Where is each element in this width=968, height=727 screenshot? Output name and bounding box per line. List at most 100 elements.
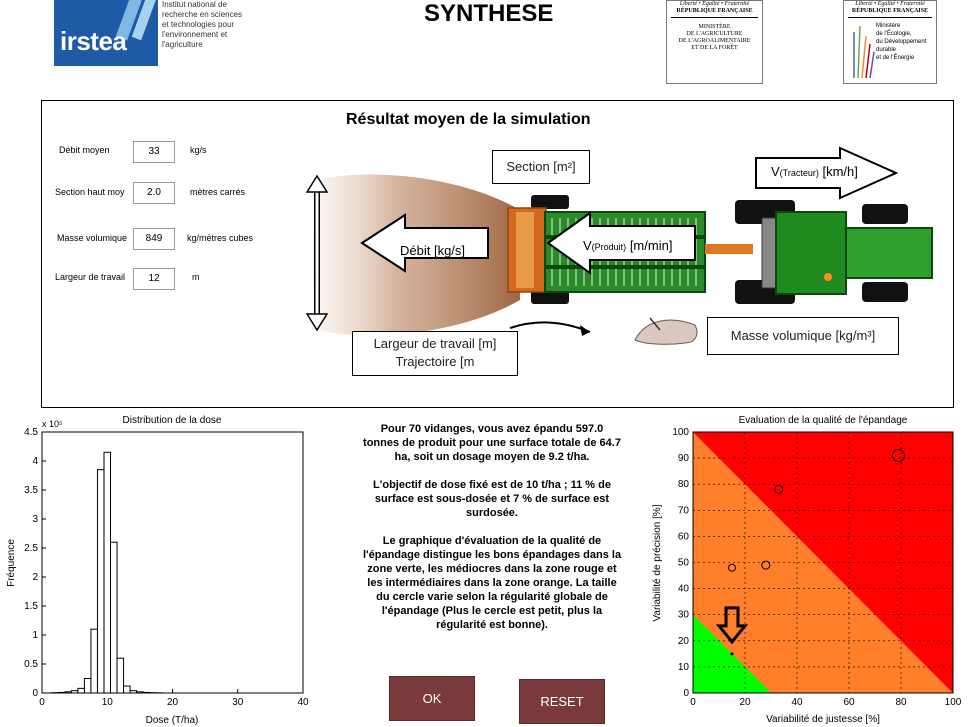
- histogram-xtick-label: 20: [167, 697, 179, 708]
- histogram-ytick-label: 4: [32, 456, 38, 467]
- quality-ytick-label: 30: [678, 610, 690, 621]
- spreader-illustration: [305, 146, 933, 345]
- logo-text: irstea: [60, 26, 127, 56]
- histogram-xtick-label: 30: [232, 697, 244, 708]
- histogram-bar: [129, 690, 138, 694]
- quality-xtick-label: 60: [843, 697, 855, 708]
- quality-point: [891, 448, 905, 462]
- histogram-bar: [57, 691, 66, 694]
- histogram-bar: [83, 678, 92, 694]
- histogram-ytick-label: 0: [32, 688, 38, 699]
- section-callout: Section [m²]: [492, 150, 590, 184]
- page-title: SYNTHESE: [424, 0, 554, 27]
- histogram-ytick-label: 1.5: [24, 601, 38, 612]
- quality-ytick-label: 10: [678, 662, 690, 673]
- institute-name: Institut national de recherche en scienc…: [162, 0, 243, 49]
- quality-xtick-label: 40: [791, 697, 803, 708]
- quality-title: Evaluation de la qualité de l'épandage: [739, 415, 908, 426]
- irstea-logo: [54, 0, 158, 66]
- histogram-bar: [77, 687, 85, 694]
- histogram-ytick-label: 3.5: [24, 485, 38, 496]
- quality-ytick-label: 40: [678, 584, 690, 595]
- quality-point: [761, 560, 771, 570]
- histogram-ytick-label: 3: [32, 514, 38, 525]
- histogram-bar: [116, 657, 125, 694]
- quality-xtick-label: 20: [739, 697, 751, 708]
- param-unit-largeur: m: [192, 272, 200, 282]
- param-field-largeur[interactable]: 12: [133, 268, 175, 290]
- histogram-bar: [123, 685, 131, 694]
- summary-paragraph-2: L'objectif de dose fixé est de 10 t/ha ;…: [373, 479, 611, 519]
- simulation-title: Résultat moyen de la simulation: [346, 111, 591, 128]
- histogram-frame: [41, 431, 304, 694]
- quality-frame: [692, 431, 954, 694]
- v-tracteur-arrow: [755, 146, 899, 200]
- histogram-ytick-label: 1: [32, 630, 38, 641]
- param-field-masse[interactable]: 849: [133, 228, 175, 250]
- tractor-body: [775, 211, 847, 295]
- largeur-arrow: [305, 174, 329, 332]
- ministry-ecology-logo: Liberté • Égalité • Fraternité RÉPUBLIQU…: [843, 0, 937, 84]
- largeur-callout: Largeur de travail [m] Trajectoire [m: [352, 331, 518, 376]
- quality-ytick-label: 20: [678, 636, 690, 647]
- histogram-xtick-label: 0: [39, 697, 45, 708]
- quality-ytick-label: 90: [678, 453, 690, 464]
- histogram-bar: [136, 691, 144, 694]
- debit-arrow: [360, 213, 489, 273]
- summary-paragraph-1: Pour 70 vidanges, vous avez épandu 597.0…: [363, 423, 621, 463]
- v-produit-arrow: [546, 211, 696, 275]
- quality-ytick-label: 80: [678, 479, 690, 490]
- trailer-wheel: [531, 290, 569, 304]
- quality-ytick-label: 60: [678, 531, 690, 542]
- ministry-ecology-emblem: [853, 25, 875, 78]
- param-label-debit: Débit moyen: [59, 145, 110, 155]
- histogram-bar: [103, 451, 112, 694]
- quality-ytick-label: 100: [672, 427, 689, 438]
- reset-button[interactable]: RESET: [519, 679, 605, 724]
- summary-paragraph-3: Le graphique d'évaluation de la qualité …: [362, 535, 622, 631]
- histogram-bar: [64, 691, 72, 694]
- manure-pile: [634, 319, 698, 345]
- tractor-hood: [845, 227, 933, 279]
- ministry-agriculture-logo: Liberté • Égalité • Fraternité RÉPUBLIQU…: [666, 0, 763, 84]
- histogram-bar: [70, 690, 79, 694]
- param-unit-section: mètres carrés: [190, 187, 246, 197]
- histogram-ytick-label: 0.5: [24, 659, 38, 670]
- histogram-ytick-label: 2: [32, 572, 38, 583]
- quality-xtick-label: 100: [945, 697, 962, 708]
- param-field-section[interactable]: 2.0: [133, 182, 175, 204]
- v-tracteur-label: V(Tracteur) [km/h]: [771, 164, 858, 179]
- quality-ytick-label: 70: [678, 505, 690, 516]
- masse-callout: Masse volumique [kg/m³]: [707, 317, 899, 355]
- param-unit-debit: kg/s: [190, 145, 207, 155]
- tractor-wheel: [862, 282, 908, 302]
- quality-chart: Evaluation de la qualité de l'épandage 0…: [652, 415, 962, 725]
- quality-point: [730, 652, 734, 656]
- param-label-masse: Masse volumique: [57, 233, 128, 243]
- histogram-xtick-label: 40: [297, 697, 309, 708]
- tractor-wheel: [862, 204, 908, 224]
- histogram-xlabel: Dose (T/ha): [146, 715, 199, 726]
- quality-ytick-label: 0: [683, 688, 689, 699]
- quality-point: [728, 563, 736, 572]
- trailer-wheel: [531, 195, 569, 209]
- drawbar: [705, 244, 753, 254]
- summary-text: Pour 70 vidanges, vous avez épandu 597.0…: [362, 422, 622, 646]
- highlight-arrow: [715, 606, 749, 645]
- histogram-title: Distribution de la dose: [123, 415, 222, 426]
- v-produit-label: V(Produit) [m/min]: [583, 238, 673, 253]
- quality-xtick-label: 0: [690, 697, 696, 708]
- param-field-debit[interactable]: 33: [133, 141, 175, 163]
- ok-button[interactable]: OK: [389, 676, 475, 721]
- quality-point: [774, 484, 784, 494]
- histogram-ylabel: Fréquence: [6, 539, 17, 587]
- debit-label: Débit [kg/s]: [400, 243, 466, 258]
- histogram-bar: [142, 691, 151, 694]
- param-label-section: Section haut moy: [55, 187, 125, 197]
- quality-ylabel: Variabilité de précision [%]: [652, 504, 663, 621]
- histogram-ytick-label: 2.5: [24, 543, 38, 554]
- quality-ytick-label: 50: [678, 558, 690, 569]
- param-unit-masse: kg/mètres cubes: [187, 233, 254, 243]
- param-label-largeur: Largeur de travail: [55, 272, 126, 282]
- simulation-panel: [41, 100, 954, 408]
